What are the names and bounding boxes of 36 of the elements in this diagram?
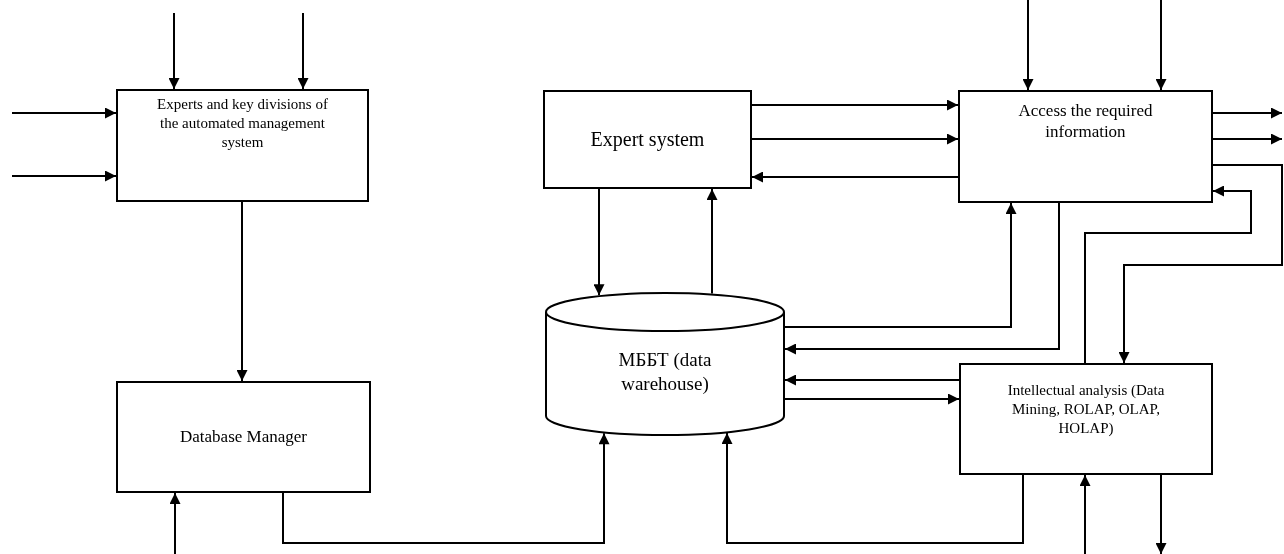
arrow [751,99,959,111]
arrow [168,12,180,90]
arrow [751,133,959,145]
node-label: Intellectual analysis (Data Mining, ROLAP, OLAP, HOLAP) [1006,381,1166,438]
arrow [11,107,117,119]
arrow [1212,107,1283,119]
process-box [959,363,1213,475]
process-box [543,90,752,189]
node-label: Experts and key divisions of the automated management system [156,95,329,152]
arrow [1118,164,1283,364]
arrow [1155,474,1167,554]
process-box [116,381,371,493]
node-label: Expert system [590,127,705,152]
arrow [282,432,610,544]
node-label: Database Manager [180,426,307,448]
arrow [1212,133,1283,145]
arrow [784,202,1017,328]
arrow [1084,185,1252,364]
node-label: МББТ (data warehouse) [617,348,713,396]
arrow [593,188,605,297]
process-box [116,89,369,202]
arrow [297,12,309,90]
arrow [11,170,117,182]
node-label: Access the required information [1017,100,1154,143]
process-box [958,90,1213,203]
arrow [751,171,959,183]
arrow [706,188,718,295]
arrow [784,202,1060,355]
arrow [784,393,960,405]
arrow [236,201,248,382]
arrow [169,492,181,554]
arrow [1155,0,1167,91]
arrow [721,432,1024,544]
arrow [784,374,960,386]
arrow [1022,0,1034,91]
arrow [1079,474,1091,554]
